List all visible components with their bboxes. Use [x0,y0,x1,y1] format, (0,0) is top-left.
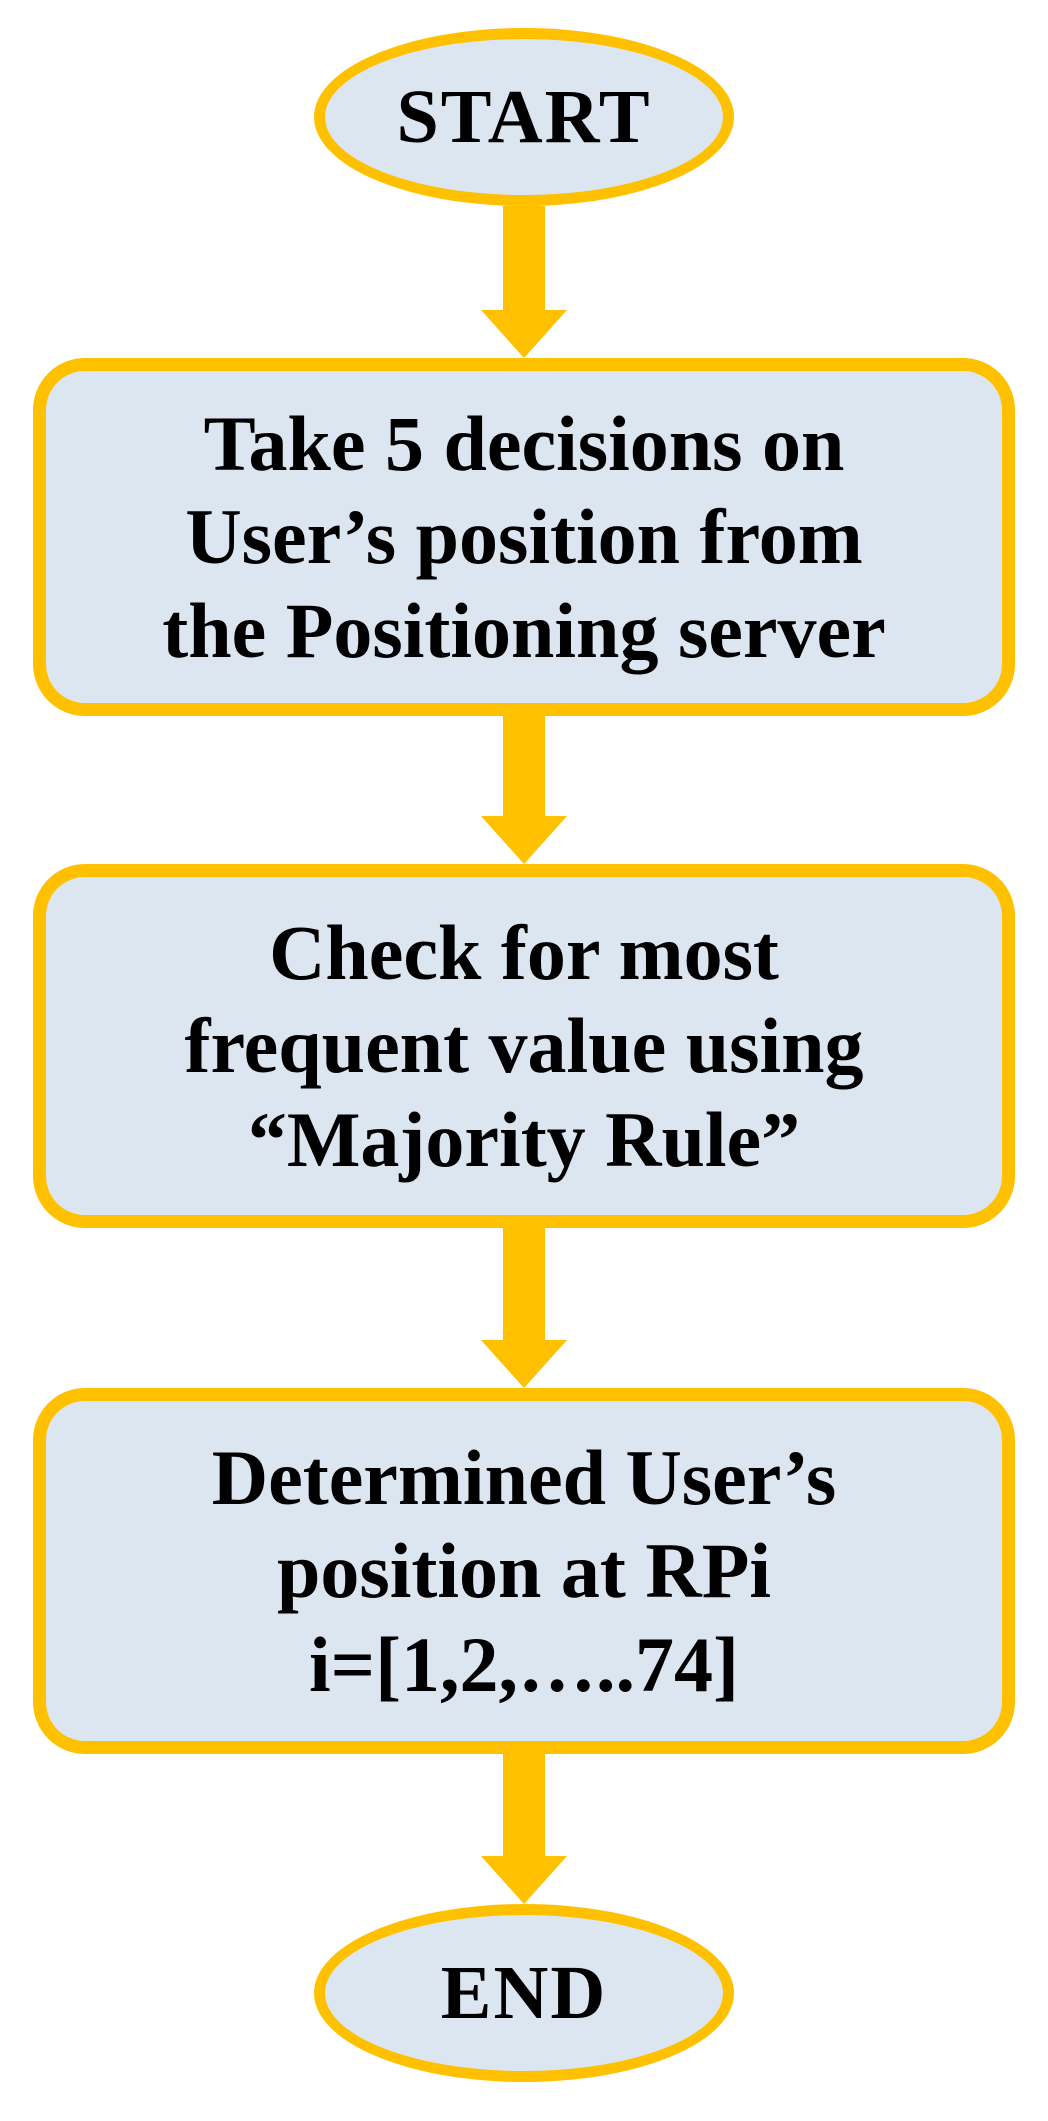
process-text-line: the Positioning server [162,586,886,674]
arrow-stem [503,206,545,310]
arrow-stem [503,1754,545,1856]
arrow-down-icon [481,1754,567,1904]
process-node-majority-rule: Check for most frequent value using “Maj… [33,864,1015,1228]
end-node: END [314,1904,734,2082]
process-text-line: position at RPi [276,1527,772,1615]
process-text-line: Check for most [269,908,779,996]
arrow-down-icon [481,206,567,358]
process-text-line: i=[1,2,…..74] [308,1620,740,1708]
start-node: START [314,28,734,206]
process-text-line: frequent value using [184,1002,864,1090]
arrow-stem [503,1228,545,1340]
arrow-head [481,1856,567,1904]
arrow-head [481,816,567,864]
process-text-line: Take 5 decisions on [203,399,845,487]
arrow-down-icon [481,716,567,864]
process-text-line: User’s position from [185,493,863,581]
start-label: START [396,74,652,159]
process-node-determined-position: Determined User’s position at RPi i=[1,2… [33,1388,1015,1754]
arrow-down-icon [481,1228,567,1388]
arrow-head [481,1340,567,1388]
end-label: END [440,1950,608,2035]
process-node-take-decisions: Take 5 decisions on User’s position from… [33,358,1015,716]
process-text-line: “Majority Rule” [247,1095,801,1183]
process-text-line: Determined User’s [211,1433,837,1521]
arrow-stem [503,716,545,816]
arrow-head [481,310,567,358]
